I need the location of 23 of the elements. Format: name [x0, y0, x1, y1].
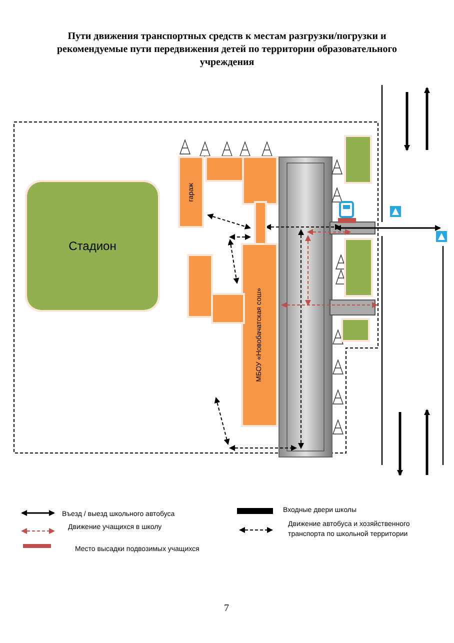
route-arrow: [229, 234, 251, 240]
route-arrow: [307, 229, 351, 235]
route-arrow: [305, 235, 311, 306]
stadium-field: [27, 182, 158, 310]
route-arrow: [229, 445, 297, 451]
building: [256, 203, 265, 243]
route-arrow: [228, 239, 240, 284]
building: [244, 158, 276, 203]
page-number: 7: [224, 603, 229, 614]
route-arrow: [265, 224, 341, 230]
title: Пути движения транспортных средств к местам разгрузки/погрузки и рекомендуемые пути передвижения детей по территории образовательного учреждения: [56, 30, 398, 69]
building: [243, 245, 276, 425]
route-arrow: [207, 214, 251, 230]
building: [189, 256, 211, 316]
building: [213, 295, 243, 322]
lawn: [346, 137, 370, 182]
building-label: Стадион: [68, 239, 116, 253]
building: [180, 158, 202, 226]
route-arrow: [298, 229, 304, 449]
building: [207, 158, 244, 180]
route-arrow: [281, 302, 378, 308]
lawn: [343, 320, 368, 340]
lawn: [346, 240, 371, 295]
